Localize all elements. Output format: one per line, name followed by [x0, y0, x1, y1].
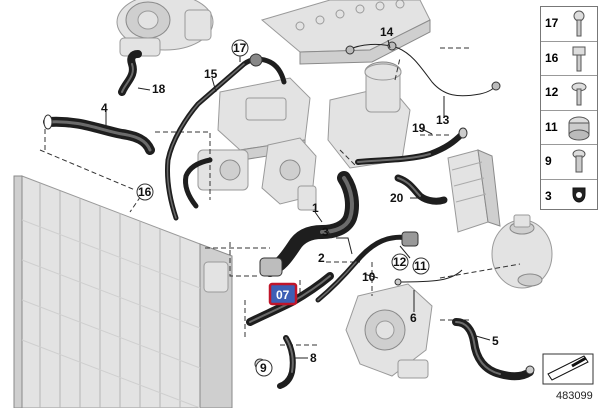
svg-text:18: 18 — [152, 82, 166, 96]
turbocharger-illustration — [116, 0, 214, 57]
svg-text:10: 10 — [362, 270, 376, 284]
sidebar-item-label: 16 — [545, 50, 559, 65]
screw-icon — [572, 149, 586, 173]
callout-3[interactable]: 3 — [322, 225, 329, 239]
svg-text:14: 14 — [380, 25, 394, 39]
svg-text:6: 6 — [410, 311, 417, 325]
sidebar-item-label: 3 — [545, 188, 552, 203]
clip-icon — [572, 187, 586, 203]
callout-6[interactable]: 6 — [410, 311, 417, 325]
sidebar-item-label: 11 — [545, 119, 558, 134]
leader-dashes — [39, 47, 521, 346]
svg-text:1: 1 — [312, 201, 319, 215]
callout-10[interactable]: 10 — [362, 270, 376, 284]
water-pump-illustration — [345, 283, 433, 379]
svg-text:12: 12 — [393, 255, 407, 269]
hardware-sidebar: 17 16 12 11 9 3 — [540, 6, 598, 210]
radiator-illustration — [13, 175, 233, 409]
sidebar-item-16[interactable]: 16 — [541, 42, 597, 77]
drawing-number: 483099 — [556, 390, 593, 402]
sidebar-item-17[interactable]: 17 — [541, 7, 597, 42]
sidebar-item-label: 9 — [545, 154, 552, 169]
callout-9-circled[interactable]: 9 — [255, 359, 273, 377]
hose-1-main — [259, 171, 359, 277]
hose-18 — [118, 50, 142, 96]
hose-19 — [355, 127, 468, 165]
oil-cooler-illustration — [447, 149, 501, 233]
sidebar-item-11[interactable]: 11 — [541, 111, 597, 146]
bolt-icon — [571, 82, 587, 106]
cylinder-head-illustration — [260, 0, 431, 65]
bolt-icon — [573, 10, 585, 37]
callout-1[interactable]: 1 — [312, 201, 319, 215]
svg-text:9: 9 — [260, 361, 267, 375]
hose-2-clip — [336, 237, 353, 255]
callout-2[interactable]: 2 — [318, 251, 325, 265]
callout-18[interactable]: 18 — [152, 82, 166, 96]
sidebar-item-9[interactable]: 9 — [541, 145, 597, 180]
svg-text:2: 2 — [318, 251, 325, 265]
oil-filter-housing-illustration — [327, 61, 411, 169]
svg-text:11: 11 — [414, 259, 427, 273]
pipe-15 — [165, 53, 287, 221]
svg-text:13: 13 — [436, 113, 450, 127]
callout-7-highlight-badge[interactable]: 07 — [268, 282, 298, 306]
hose-5 — [452, 318, 535, 381]
svg-text:17: 17 — [233, 41, 247, 55]
sidebar-item-label: 12 — [545, 85, 559, 100]
expansion-tank-illustration — [491, 214, 553, 289]
callout-14[interactable]: 14 — [380, 25, 394, 39]
callout-8[interactable]: 8 — [310, 351, 317, 365]
callout-4[interactable]: 4 — [101, 101, 108, 115]
callout-20[interactable]: 20 — [390, 191, 404, 205]
pipe-14 — [345, 41, 501, 97]
bolt-icon — [572, 46, 586, 72]
svg-text:16: 16 — [138, 185, 152, 199]
svg-text:8: 8 — [310, 351, 317, 365]
callout-17-circled[interactable]: 17 — [231, 39, 249, 57]
svg-text:5: 5 — [492, 334, 499, 348]
direction-arrow-box — [542, 353, 594, 385]
callout-13[interactable]: 13 — [436, 113, 450, 127]
hose-20 — [394, 174, 448, 205]
callout-16-circled[interactable]: 16 — [136, 183, 154, 201]
callout-15[interactable]: 15 — [204, 67, 218, 81]
hose-10-11-12 — [315, 231, 419, 303]
callout-5[interactable]: 5 — [492, 334, 499, 348]
thermostat-illustration — [261, 137, 317, 211]
svg-text:3: 3 — [322, 225, 329, 239]
svg-text:4: 4 — [101, 101, 108, 115]
svg-text:07: 07 — [276, 288, 290, 302]
callout-12-circled[interactable]: 12 — [391, 253, 409, 271]
callout-11-circled[interactable]: 11 — [412, 257, 430, 275]
svg-text:15: 15 — [204, 67, 218, 81]
sidebar-item-label: 17 — [545, 16, 559, 30]
sidebar-item-3[interactable]: 3 — [541, 180, 597, 214]
svg-text:20: 20 — [390, 191, 404, 205]
sidebar-item-12[interactable]: 12 — [541, 76, 597, 111]
hose-4-radiator-feed — [43, 114, 155, 155]
svg-text:19: 19 — [412, 121, 426, 135]
pipe-6 — [394, 269, 463, 286]
callout-19[interactable]: 19 — [412, 121, 426, 135]
sleeve-icon — [568, 116, 590, 141]
